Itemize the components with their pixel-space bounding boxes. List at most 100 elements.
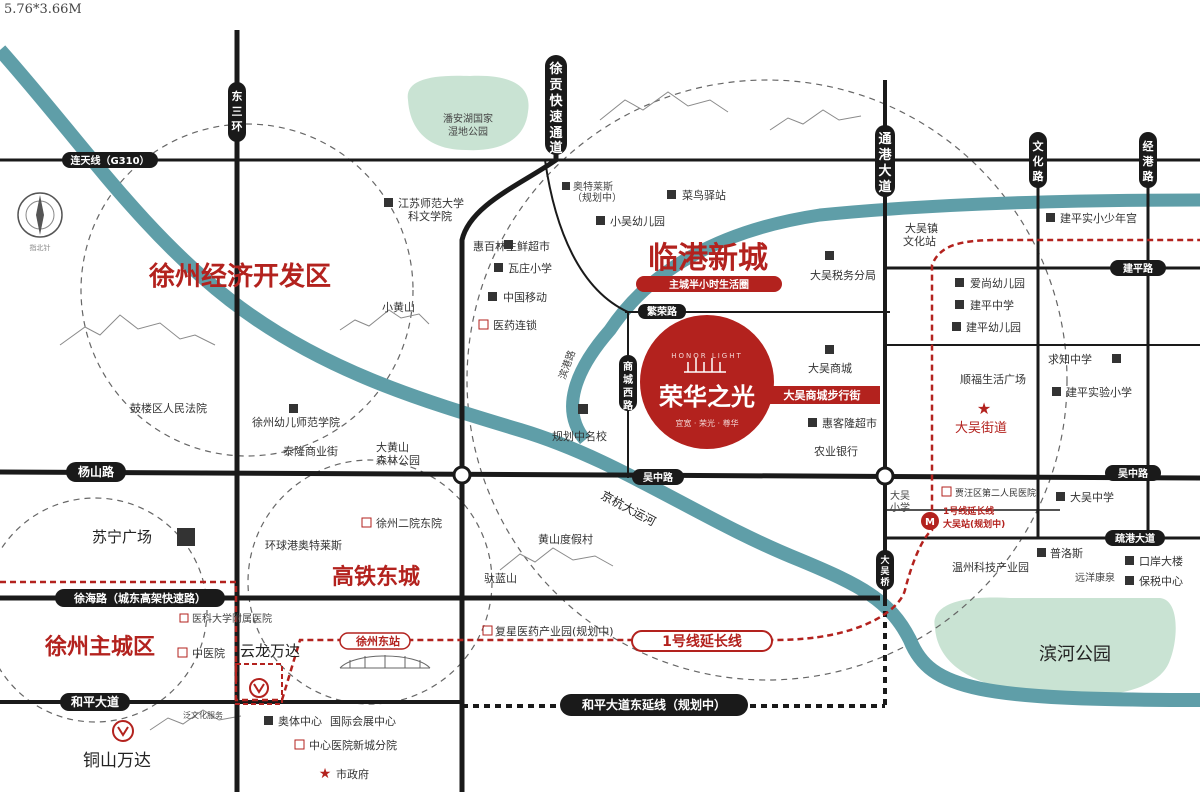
poi-label[interactable]: 泛文化服务 (183, 710, 223, 720)
road-dawu-bridge: 大吴桥 (880, 554, 890, 588)
poi-icon (177, 528, 195, 546)
poi-label[interactable]: 驮蓝山 (484, 571, 517, 585)
project-logo-icon (684, 358, 726, 373)
road-heping: 和平大道 (70, 694, 119, 709)
poi-label[interactable]: 农业银行 (814, 444, 858, 458)
project-slogan-bottom: 宜宽 · 荣光 · 尊华 (675, 418, 738, 428)
poi-label[interactable]: 大吴税务分局 (810, 268, 876, 282)
poi-label[interactable]: 国际会展中心 (330, 715, 396, 728)
poi-icon (955, 300, 964, 309)
poi-label[interactable]: 温州科技产业园 (952, 560, 1029, 574)
poi-label[interactable]: 市政府 (336, 767, 369, 781)
poi-label[interactable]: 中国移动 (503, 291, 547, 304)
interchange-west (452, 465, 472, 485)
lingang-tagline-pill (636, 276, 782, 292)
poi-label[interactable]: 规划中名校 (552, 429, 607, 443)
wanda-logo-icon-2 (112, 720, 134, 742)
road-liantian-pill (62, 152, 158, 168)
poi-icon (294, 739, 305, 750)
project-slogan-top: HONOR LIGHT (671, 352, 743, 360)
poi-label[interactable]: 建平实验小学 (1066, 385, 1132, 399)
project-circle[interactable] (640, 315, 774, 449)
poi-label[interactable]: 惠客隆超市 (822, 416, 877, 430)
panan-park[interactable] (407, 75, 529, 151)
poi-label[interactable]: 徐州幼儿师范学院 (252, 415, 340, 429)
poi-label[interactable]: 苏宁广场 (92, 528, 152, 546)
poi-label[interactable]: 大吴街道 (955, 421, 1007, 436)
poi-label[interactable]: 云龙万达 (240, 642, 300, 660)
poi-label[interactable]: 医药连锁 (493, 318, 537, 332)
yunlong-box (235, 663, 283, 705)
poi-label[interactable]: 大吴商城 (808, 361, 852, 375)
poi-label[interactable]: 奥体中心 (278, 714, 322, 728)
road-xuhai-pill (55, 589, 225, 607)
poi-icon (1052, 387, 1061, 396)
poi-label[interactable]: 奥特莱斯 (573, 180, 613, 193)
poi-label[interactable]: 泰隆商业街 (283, 444, 338, 458)
poi-label[interactable]: 建平中学 (970, 298, 1014, 312)
poi-label[interactable]: （规划中） (572, 191, 622, 204)
panan-park-label-1: 潘安湖国家 (443, 112, 493, 125)
poi-label[interactable]: 小吴幼儿园 (610, 215, 665, 228)
poi-label[interactable]: 远洋康泉 (1075, 571, 1115, 584)
poi-label[interactable]: 小黄山 (382, 300, 415, 314)
poi-labels: 江苏师范大学 科文学院 奥特莱斯 （规划中） 菜鸟驿站 小吴幼儿园 惠百林生鲜超… (83, 180, 1183, 781)
poi-label[interactable]: 普洛斯 (1050, 546, 1083, 560)
street-label-tag (765, 386, 880, 404)
road-wuzhong-e-pill (1105, 465, 1161, 481)
circle-lingang (466, 79, 1068, 681)
poi-label[interactable]: 森林公园 (376, 453, 420, 467)
poi-icon (1125, 556, 1134, 565)
poi-label[interactable]: 文化站 (903, 234, 936, 248)
poi-icon (825, 251, 834, 260)
road-yangshan: 杨山路 (78, 464, 115, 479)
poi-label[interactable]: 菜鸟驿站 (682, 188, 726, 202)
poi-label[interactable]: 大黄山 (376, 440, 409, 454)
poi-label[interactable]: 大吴中学 (1070, 490, 1114, 504)
star-icon-gov: ★ (319, 766, 332, 782)
poi-icon (482, 625, 493, 636)
road-fanrong: 繁荣路 (646, 305, 678, 318)
poi-icon (808, 418, 817, 427)
poi-label[interactable]: 贾汪区第二人民医院 (955, 487, 1036, 499)
river-west (0, 45, 1200, 707)
circle-zhucheng (0, 497, 208, 723)
poi-label[interactable]: 爱尚幼儿园 (970, 276, 1025, 290)
poi-label[interactable]: 建平幼儿园 (966, 320, 1021, 334)
binhe-park-label: 滨河公园 (1039, 644, 1111, 665)
poi-label[interactable]: 小学 (890, 501, 910, 514)
poi-label[interactable]: 大吴 (890, 489, 910, 502)
poi-icon (825, 345, 834, 354)
poi-label[interactable]: 徐州二院东院 (376, 516, 442, 530)
poi-label[interactable]: 江苏师范大学 (398, 196, 464, 210)
road-liantian: 连天线（G310） (70, 154, 149, 167)
poi-label[interactable]: 科文学院 (408, 209, 452, 223)
poi-label[interactable]: 求知中学 (1048, 352, 1092, 366)
poi-label[interactable]: 瓦庄小学 (508, 261, 552, 275)
poi-label[interactable]: 惠百林生鲜超市 (473, 239, 550, 253)
poi-label[interactable]: 顺福生活广场 (960, 372, 1026, 386)
poi-label[interactable]: 口岸大楼 (1139, 554, 1183, 568)
road-wenhua: 文化路 (1033, 139, 1045, 183)
poi-label[interactable]: 环球港奥特莱斯 (265, 538, 342, 552)
road-shangcheng-pill (619, 355, 637, 411)
poi-label[interactable]: 黄山度假村 (538, 532, 593, 546)
poi-label[interactable]: 建平实小少年宫 (1060, 211, 1137, 225)
poi-label[interactable]: 中医院 (192, 646, 225, 660)
binhe-park[interactable] (934, 597, 1176, 697)
poi-label[interactable]: 大吴镇 (905, 221, 938, 235)
poi-icon (179, 613, 189, 623)
metro-ext-pill (631, 630, 773, 652)
metro-line (0, 238, 1200, 702)
poi-label[interactable]: 铜山万达 (83, 751, 151, 771)
poi-label[interactable]: 复星医药产业园(规划中) (495, 624, 614, 638)
poi-label[interactable]: 中心医院新城分院 (309, 738, 397, 752)
poi-label[interactable]: 医科大学附属医院 (192, 612, 272, 625)
poi-label[interactable]: 保税中心 (1139, 574, 1183, 588)
poi-icon (289, 404, 298, 413)
poi-icon (478, 319, 489, 330)
street-label-text: 大吴商城步行街 (784, 388, 861, 402)
poi-label[interactable]: 鼓楼区人民法院 (130, 401, 207, 415)
district-lingang: 临港新城 (648, 241, 768, 276)
road-heping-east-pill (560, 694, 748, 716)
